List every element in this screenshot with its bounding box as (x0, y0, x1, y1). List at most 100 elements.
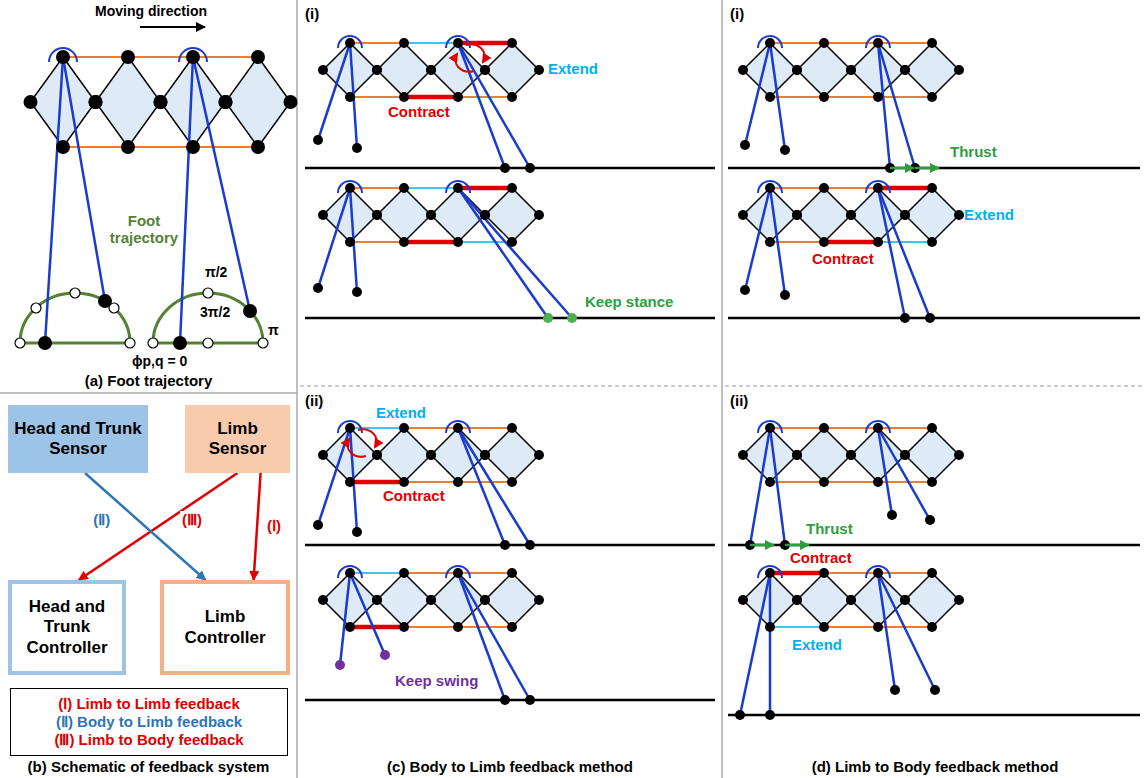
hip-joint (338, 566, 362, 578)
foot (525, 163, 535, 173)
foot (890, 685, 900, 695)
bottom-actuator (404, 95, 458, 100)
body-segment (797, 43, 851, 97)
foot (740, 140, 750, 150)
ground-lines (305, 168, 1140, 715)
legend-entry: (Ⅱ) Body to Limb feedback (56, 713, 242, 731)
joint-dot (846, 210, 856, 220)
top-actuator (458, 186, 512, 191)
joint-dot (480, 595, 490, 605)
bottom-actuator (128, 146, 193, 148)
label: Extend (376, 404, 426, 421)
foot (740, 285, 750, 295)
hip-joint (758, 421, 782, 433)
hip-joint (866, 566, 890, 578)
joint-dot (345, 237, 355, 247)
joint-dot (900, 210, 910, 220)
label: Contract (388, 103, 450, 120)
edge-label: (Ⅱ) (91, 511, 112, 529)
bottom-actuator (350, 96, 404, 98)
body-segment (485, 188, 539, 242)
bottom-actuator (824, 626, 878, 628)
foot (313, 135, 323, 145)
leg (878, 43, 915, 168)
joint-dot (954, 450, 964, 460)
joint-dot (121, 140, 135, 154)
joint-dot (765, 92, 775, 102)
joint-dot (318, 210, 328, 220)
body-segment (485, 43, 539, 97)
joint-dot (534, 595, 544, 605)
joint-dot (426, 210, 436, 220)
label: (ii) (730, 392, 748, 409)
joint-dot (738, 65, 748, 75)
sensor-box: Limb Sensor (185, 405, 290, 473)
top-actuator (770, 42, 824, 44)
top-actuator (404, 572, 458, 574)
joint-dot (453, 92, 463, 102)
joint-dot (534, 65, 544, 75)
top-actuator (458, 427, 512, 429)
joint-dot (372, 210, 382, 220)
rotation-arrow (347, 439, 366, 457)
joint-dot (284, 95, 298, 109)
foot (173, 336, 187, 350)
top-actuator (824, 42, 878, 44)
joint-dot (345, 38, 355, 48)
joint-dot (819, 423, 829, 433)
joint-dot (873, 183, 883, 193)
joint-dot (507, 423, 517, 433)
robot-figure (313, 181, 577, 323)
joint-dot (534, 450, 544, 460)
joint-dot (186, 50, 200, 64)
body-segment (905, 428, 959, 482)
body-segment (377, 43, 431, 97)
body-segment (377, 188, 431, 242)
label: Extend (792, 636, 842, 653)
joint-dot (121, 50, 135, 64)
top-actuator (193, 56, 258, 58)
joint-dot (154, 95, 168, 109)
joint-dot (765, 38, 775, 48)
joint-dot (927, 237, 937, 247)
joint-dot (453, 38, 463, 48)
joint-dot (24, 95, 38, 109)
joint-dot (372, 595, 382, 605)
bottom-actuator (458, 626, 512, 628)
body-segment (905, 573, 959, 627)
foot (765, 710, 775, 720)
feedback-arrow (85, 473, 206, 580)
joint-dot (399, 622, 409, 632)
joint-dot (453, 183, 463, 193)
foot (567, 313, 577, 323)
bottom-actuator (350, 625, 404, 630)
label: Keep swing (395, 672, 478, 689)
joint-dot (345, 423, 355, 433)
joint-dot (399, 183, 409, 193)
joint-dot (480, 595, 490, 605)
leg (193, 57, 250, 311)
caption: Foot trajectory (102, 212, 186, 247)
joint-dot (507, 183, 517, 193)
robot-figure (313, 421, 544, 550)
divider (721, 0, 723, 778)
joint-dot (819, 183, 829, 193)
bottom-actuator (63, 146, 128, 148)
body-segment (797, 573, 851, 627)
top-actuator (404, 427, 458, 429)
joint-dot (792, 65, 802, 75)
foot (352, 527, 362, 537)
leg (458, 188, 572, 318)
joint-dot (345, 92, 355, 102)
joint-dot (507, 477, 517, 487)
joint-dot (399, 568, 409, 578)
bottom-actuator (350, 480, 404, 485)
joint-dot (846, 450, 856, 460)
bottom-actuator (824, 240, 878, 245)
divider (296, 0, 298, 778)
joint-dot (345, 568, 355, 578)
joint-dot (765, 477, 775, 487)
foot (780, 290, 790, 300)
joint-dot (154, 95, 168, 109)
leg (770, 428, 785, 545)
